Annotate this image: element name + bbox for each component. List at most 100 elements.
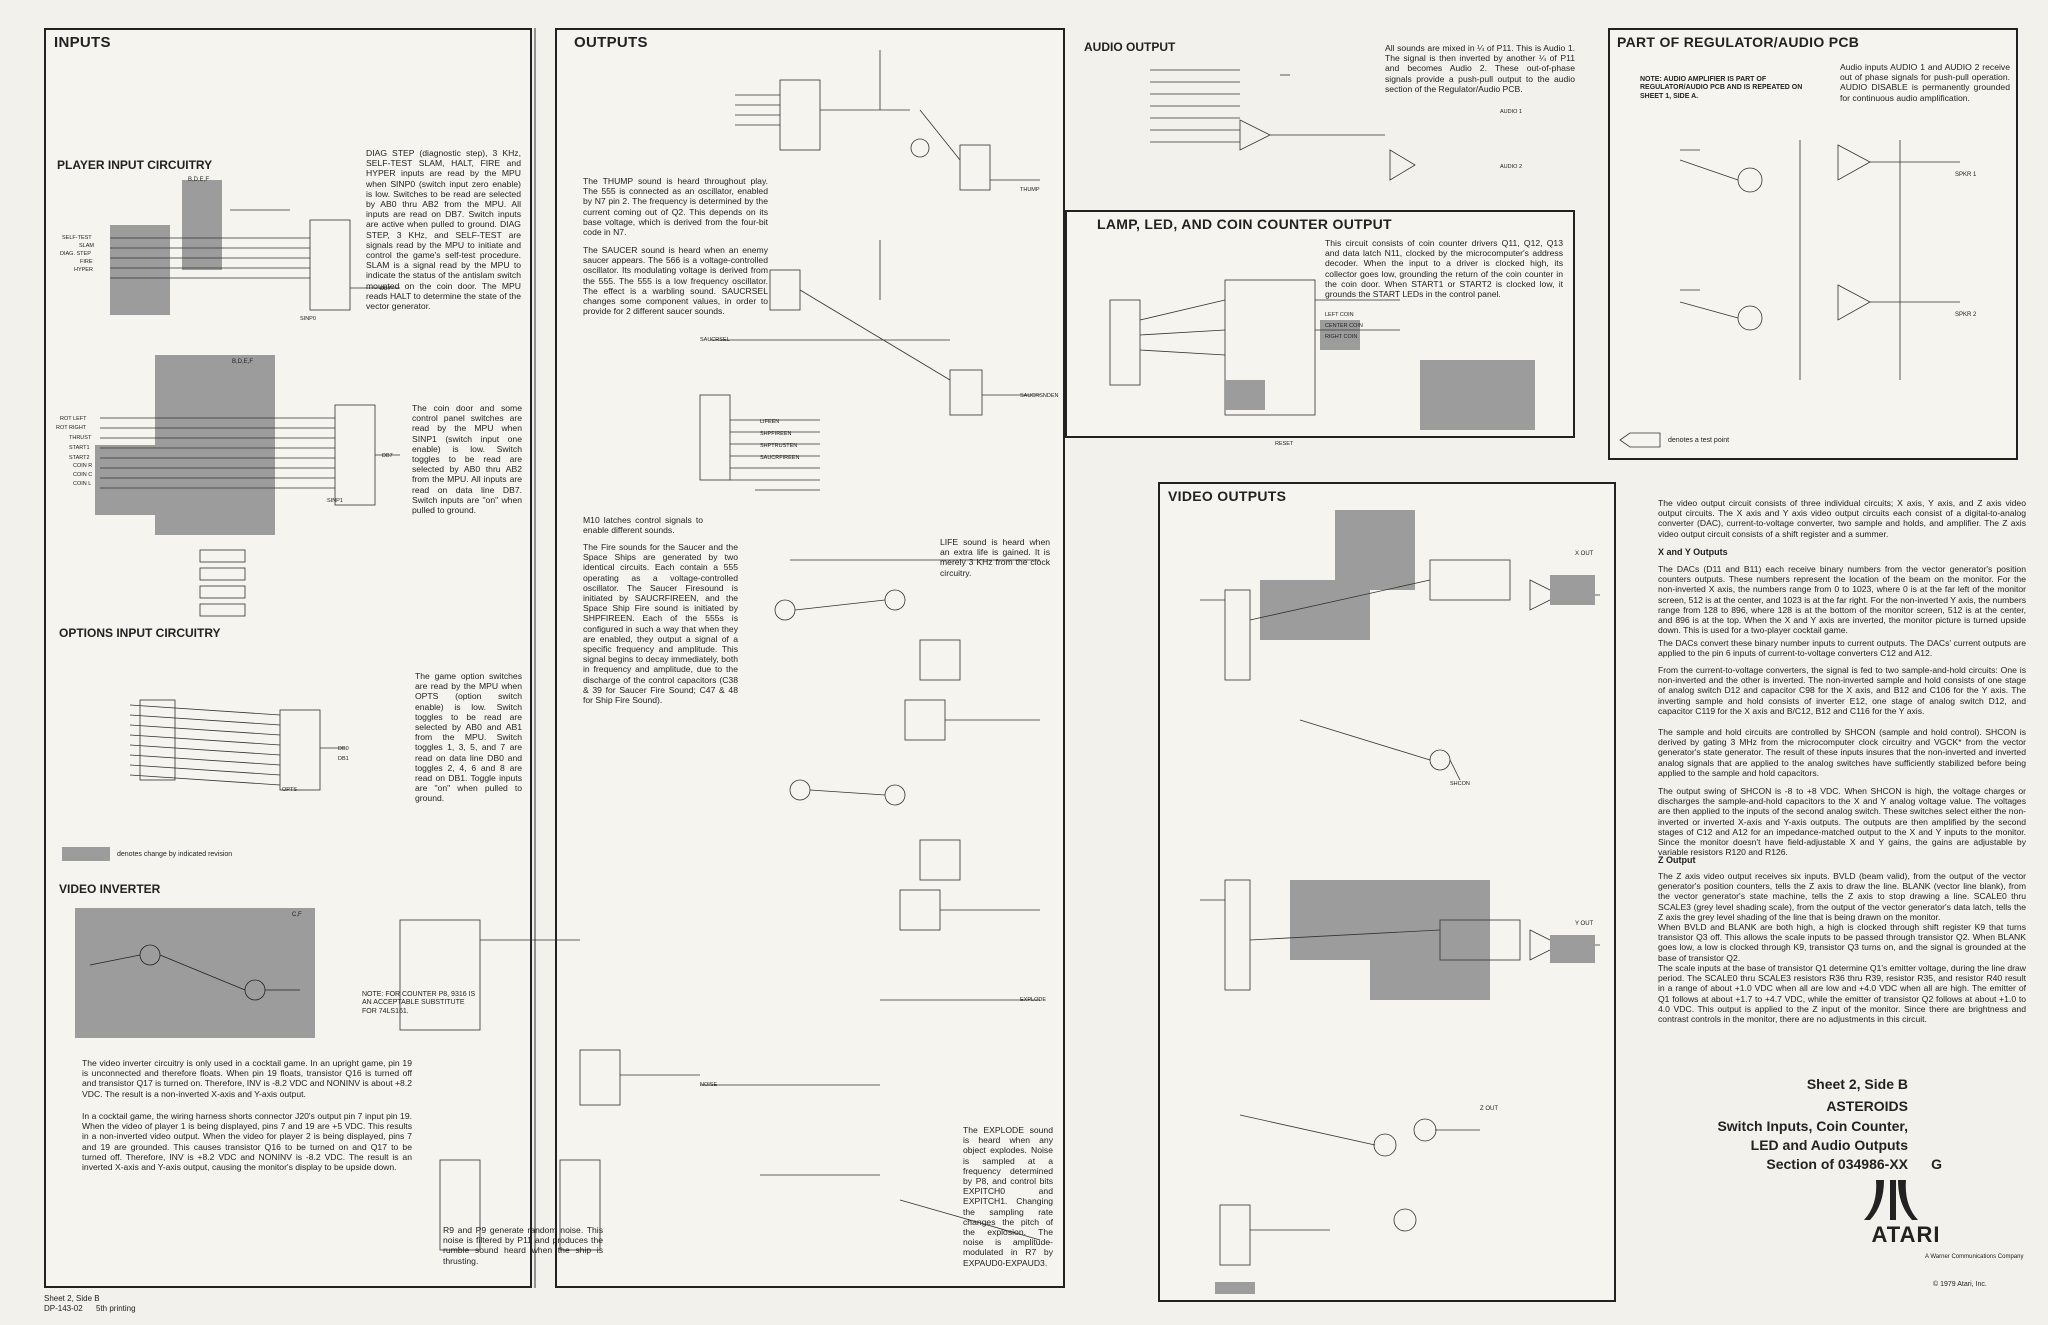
video-text-3: The DACs convert these binary number inp… <box>1658 638 2026 659</box>
video-text-5: The sample and hold circuits are control… <box>1658 727 2026 778</box>
label-rot-left: ROT LEFT <box>60 416 87 422</box>
label-reset: RESET <box>1275 441 1294 447</box>
regulator-title: PART OF REGULATOR/AUDIO PCB <box>1617 34 1860 50</box>
title-line-2: LED and Audio Outputs <box>1750 1137 1908 1153</box>
title-revision: G <box>1931 1156 1942 1172</box>
video-x-circuit <box>1200 510 1600 681</box>
label-shpfireen: SHPFIREEN <box>760 431 792 437</box>
latch-m10 <box>699 394 820 491</box>
z-output-title: Z Output <box>1658 855 1696 865</box>
footer-sheet: Sheet 2, Side B <box>44 1294 100 1303</box>
label-bdef-1: B,D,E,F <box>188 177 210 183</box>
explode-text: The EXPLODE sound is heard when any obje… <box>963 1125 1053 1268</box>
video-text-1: The video output circuit consists of thr… <box>1658 498 2026 539</box>
label-db0: DB0 <box>338 746 349 752</box>
label-shptrusten: SHPTRUSTEN <box>760 443 798 449</box>
label-hyper: HYPER <box>74 267 93 273</box>
lamp-led-title: LAMP, LED, AND COIN COUNTER OUTPUT <box>1097 216 1392 232</box>
noise-text: R9 and P9 generate random noise. This no… <box>443 1225 603 1266</box>
video-outputs-title: VIDEO OUTPUTS <box>1168 488 1287 504</box>
video-text-8: When BVLD and BLANK are both high, a hig… <box>1658 922 2026 963</box>
label-center-coin: CENTER COIN <box>1325 323 1363 329</box>
test-point-note: denotes a test point <box>1668 437 1730 444</box>
diag-step-text: DIAG STEP (diagnostic step), 3 KHz, SELF… <box>366 148 521 312</box>
label-bdef-2: B,D,E,F <box>232 359 254 365</box>
label-audio1: AUDIO 1 <box>1500 109 1523 115</box>
footer-doc: DP-143-02 <box>44 1304 83 1313</box>
atari-logo <box>1864 1180 1918 1220</box>
title-line-1: Switch Inputs, Coin Counter, <box>1717 1118 1908 1134</box>
label-right-coin: RIGHT COIN <box>1325 334 1358 340</box>
audio-mix-circuit <box>1150 69 1416 181</box>
label-thrust: THRUST <box>69 435 92 441</box>
label-slam: SLAM <box>79 243 94 249</box>
label-noise: NOISE <box>700 1082 718 1088</box>
audio-mix-text: All sounds are mixed in ¼ of P11. This i… <box>1385 43 1575 94</box>
video-inverter-circuit <box>75 908 315 1038</box>
shcon-circuit <box>1299 719 1461 781</box>
video-text-9: The scale inputs at the base of transist… <box>1658 963 2026 1025</box>
label-thump: THUMP <box>1020 187 1040 193</box>
outputs-panel <box>555 28 1065 1288</box>
label-saucrsel: SAUCRSEL <box>700 337 730 343</box>
saucer-text: The SAUCER sound is heard when an enemy … <box>583 245 768 317</box>
revision-marker <box>62 847 110 861</box>
label-yout: Y OUT <box>1575 921 1594 927</box>
explode-circuit <box>399 919 1041 1251</box>
thump-text: The THUMP sound is heard throughout play… <box>583 176 768 238</box>
video-inverter-title: VIDEO INVERTER <box>59 882 161 896</box>
title-game: ASTEROIDS <box>1826 1098 1908 1114</box>
label-db1: DB1 <box>338 756 349 762</box>
regulator-text: Audio inputs AUDIO 1 and AUDIO 2 receive… <box>1840 62 2010 103</box>
label-sinp1: SINP1 <box>327 498 343 504</box>
title-brand: ATARI <box>1871 1222 1941 1247</box>
video-inverter-text-2: In a cocktail game, the wiring harness s… <box>82 1111 412 1173</box>
label-fire: FIRE <box>80 259 93 265</box>
inputs-title: INPUTS <box>54 34 111 51</box>
player-input-title: PLAYER INPUT CIRCUITRY <box>57 158 213 172</box>
title-line-3: Section of 034986-XX <box>1766 1156 1908 1172</box>
options-input-title: OPTIONS INPUT CIRCUITRY <box>59 626 221 640</box>
label-diag-step: DIAG. STEP <box>60 251 91 257</box>
coin-door-text: The coin door and some control panel swi… <box>412 403 522 516</box>
label-start2: START2 <box>69 455 90 461</box>
audio-output-title: AUDIO OUTPUT <box>1084 40 1176 54</box>
label-start1: START1 <box>69 445 90 451</box>
label-saucrfireen: SAUCRFIREEN <box>760 455 800 461</box>
outputs-title: OUTPUTS <box>574 34 648 51</box>
thump-circuit <box>735 50 1040 191</box>
footer-printing: 5th printing <box>96 1304 136 1313</box>
label-sinp0: SINP0 <box>300 316 316 322</box>
counter-note: NOTE: FOR COUNTER P8, 9316 IS AN ACCEPTA… <box>362 991 476 1015</box>
video-z-circuit <box>1215 1114 1480 1294</box>
life-text: LIFE sound is heard when an extra life i… <box>940 537 1050 578</box>
lamp-led-text: This circuit consists of coin counter dr… <box>1325 238 1563 300</box>
label-audio2: AUDIO 2 <box>1500 164 1523 170</box>
label-db7-2: DB7 <box>382 453 393 459</box>
label-opts: OPTS <box>282 787 297 793</box>
regulator-circuit <box>1619 140 1960 448</box>
options-text: The game option switches are read by the… <box>415 671 522 804</box>
x-y-title: X and Y Outputs <box>1658 547 1728 557</box>
fire-circuit <box>774 559 1040 931</box>
label-saucrsnden: SAUCRSNDEN <box>1020 393 1059 399</box>
label-shcon: SHCON <box>1450 781 1470 787</box>
label-explode: EXPLODE <box>1020 997 1046 1003</box>
fire-text: The Fire sounds for the Saucer and the S… <box>583 542 738 706</box>
label-lifeen: LIFEEN <box>760 419 780 425</box>
label-cf: C,F <box>292 912 302 918</box>
label-xout: X OUT <box>1575 551 1594 557</box>
label-coin-l: COIN L <box>73 481 92 487</box>
copyright: © 1979 Atari, Inc. <box>1933 1281 1987 1288</box>
label-db7-1: DB7 <box>380 286 391 292</box>
label-left-coin: LEFT COIN <box>1325 312 1354 318</box>
video-text-6: The output swing of SHCON is -8 to +8 VD… <box>1658 786 2026 858</box>
regulator-note: NOTE: AUDIO AMPLIFIER IS PART OF REGULAT… <box>1640 76 1803 100</box>
warner-text: A Warner Communications Company <box>1925 1254 2024 1260</box>
label-zout: Z OUT <box>1480 1106 1498 1112</box>
label-spkr1: SPKR 1 <box>1955 172 1977 178</box>
label-self-test: SELF-TEST <box>62 235 92 241</box>
label-coin-c: COIN C <box>73 472 93 478</box>
player-input-circuit <box>110 180 400 315</box>
